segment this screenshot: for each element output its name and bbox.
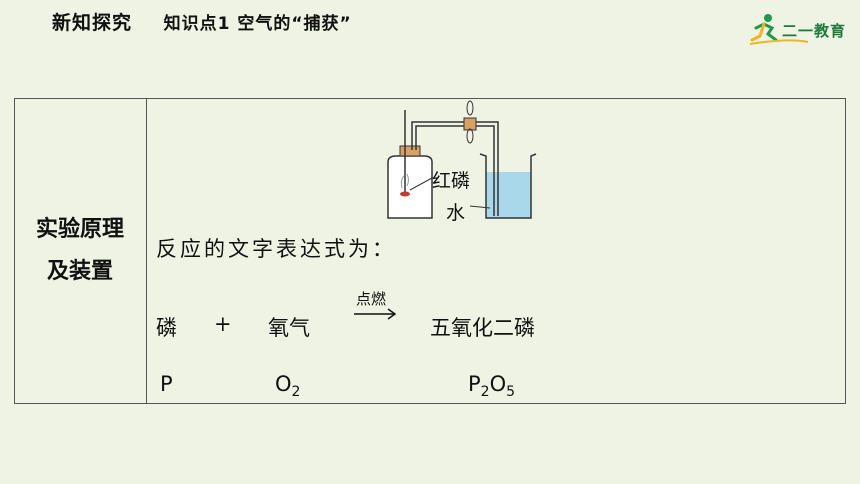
sym-reactant1: P [160,372,173,396]
beaker [479,153,537,219]
page-header: 新知探究 知识点1 空气的“捕获” [52,8,352,35]
formula-title: 反应的文字表达式为： [156,237,396,261]
stopper [399,145,421,157]
row-label-line1: 实验原理 [35,217,124,242]
row-label-cell: 实验原理 及装置 [14,98,146,404]
reaction-arrow-icon [354,308,397,320]
label-water: 水 [446,202,466,224]
logo-text: 二一教育 [782,22,847,40]
table-divider [146,98,147,404]
gas-bottle [387,155,433,219]
section-subtitle: 知识点1 空气的“捕获” [163,14,352,34]
eq-condition: 点燃 [356,290,387,308]
eq-reactant1: 磷 [156,316,177,340]
sym-reactant2: O2 [275,372,301,401]
eq-reactant2: 氧气 [268,316,310,340]
content-table [14,98,846,404]
apparatus-diagram [387,100,537,219]
eq-plus: + [214,312,232,336]
row-label-line2: 及装置 [46,259,113,284]
section-title: 新知探究 [52,12,133,34]
sym-product: P2O5 [468,372,516,401]
clamp [463,117,477,131]
water-fill [486,172,531,218]
red-phosphorus [400,191,410,197]
logo-runner-icon [749,14,809,45]
eq-product: 五氧化二磷 [430,316,535,340]
label-red-phosphorus: 红磷 [432,170,471,192]
